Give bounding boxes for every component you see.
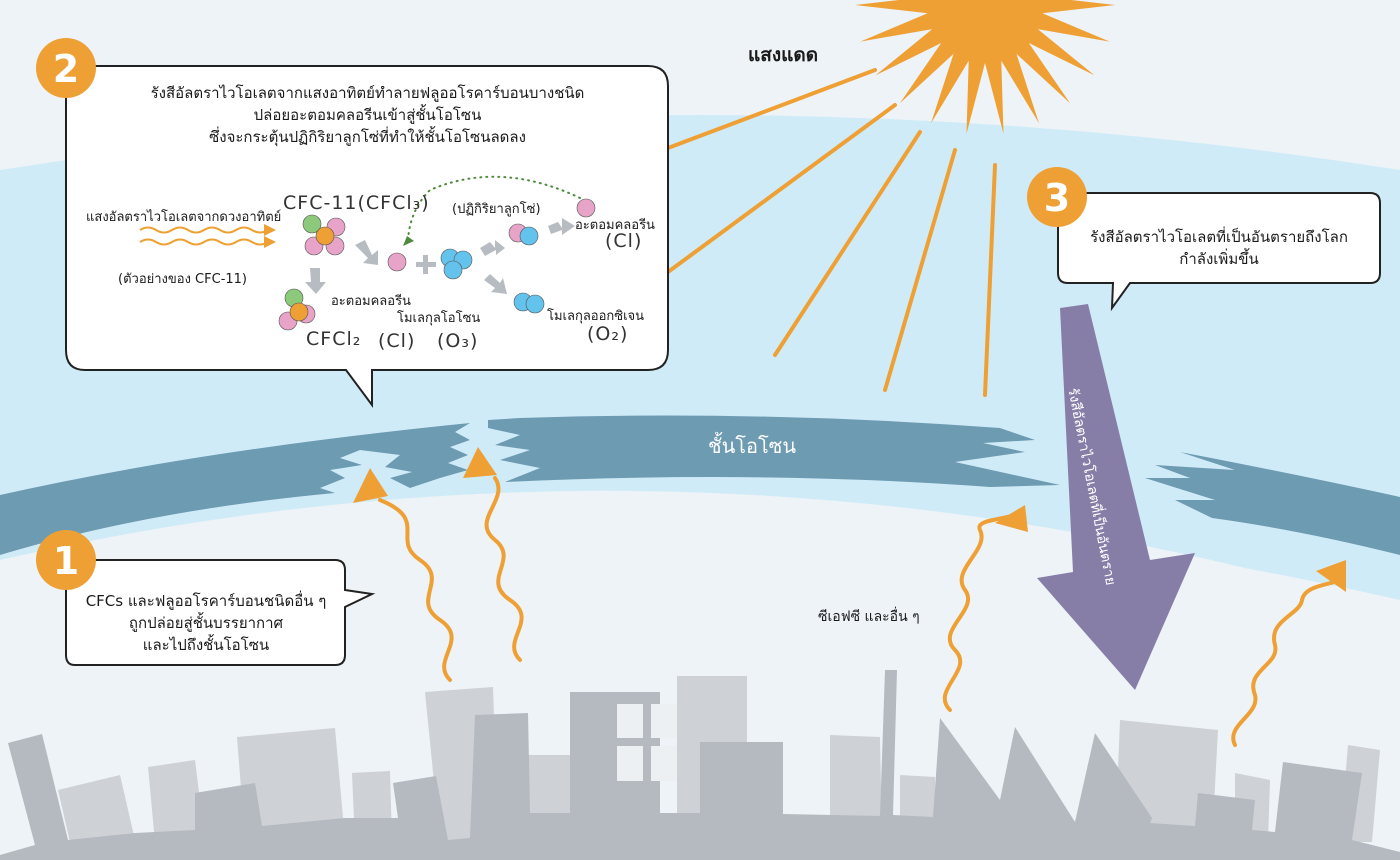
oxygen-molecule-label: โมเลกุลออกซิเจน [547,309,645,324]
ozone-layer-right [1145,452,1400,555]
cfc11-molecule [302,214,346,256]
badge-step-1: 1 [36,530,96,590]
chain-reaction-label: (ปฏิกิริยาลูกโซ่) [452,202,541,217]
ozone-formula: (O₃) [437,330,479,352]
sun-body [855,0,1115,134]
cfc11-formula: CFC-11(CFCl₃) [283,192,430,214]
cfc-emission-arrows [378,476,1342,747]
step-2-line: รังสีอัลตราไวโอเลตจากแสงอาทิตย์ทำลายฟลูอ… [150,84,585,102]
step-2-text: รังสีอัลตราไวโอเลตจากแสงอาทิตย์ทำลายฟลูอ… [70,82,665,148]
chlorine-formula: (Cl) [378,330,416,352]
chain-reaction-arrow [407,175,581,241]
ozone-molecule [440,248,473,280]
harmful-uv-arrow [1037,304,1195,690]
step-2-line: ปล่อยอะตอมคลอรีนเข้าสู่ชั้นโอโซน [253,106,482,124]
city-skyline [0,670,1400,860]
chlorine-atom-label-2: อะตอมคลอรีน [575,218,655,233]
chlorine-atom-released [576,198,596,218]
badge-number: 1 [53,539,79,583]
step-2-line: ซึ่งจะกระตุ้นปฏิกิริยาลูกโซ่ที่ทำให้ชั้น… [209,128,526,146]
cfc-arrow-heads [353,447,1346,592]
badge-number: 3 [1044,176,1070,220]
badge-number: 2 [53,47,79,91]
ozone-layer-label: ชั้นโอโซน [708,434,796,458]
uv-source-label: แสงอัลตราไวโอเลตจากดวงอาทิตย์ [86,210,282,225]
cfc-emission-label: ซีเอฟซี และอื่น ๆ [818,609,920,625]
uv-wave-arrows [139,224,276,248]
reaction-arrows [305,218,575,294]
clo-molecule [508,223,539,246]
example-label: (ตัวอย่างของ CFC-11) [118,272,247,287]
badge-step-3: 3 [1027,167,1087,227]
ozone-layer-left [0,423,470,555]
step-1-line: และไปถึงชั้นโอโซน [142,636,270,654]
step-1-text: CFCs และฟลูออโรคาร์บอนชนิดอื่น ๆ ถูกปล่อ… [66,590,346,656]
step-3-line: กำลังเพิ่มขึ้น [1179,250,1259,268]
chlorine-formula-2: (Cl) [605,230,643,252]
ozone-molecule-label: โมเลกุลโอโซน [397,311,481,326]
step-3-line: รังสีอัลตราไวโอเลตที่เป็นอันตรายถึงโลก [1090,228,1348,246]
oxygen-molecule [513,292,545,314]
building-windows [617,704,677,781]
oxygen-formula: (O₂) [587,323,629,345]
cfcl2-molecule [278,288,316,331]
step-3-text: รังสีอัลตราไวโอเลตที่เป็นอันตรายถึงโลก ก… [1060,226,1378,270]
sun-rays [666,68,997,397]
plus-sign [416,255,436,274]
sunlight-label: แสงแดด [748,44,819,66]
step-1-line: CFCs และฟลูออโรคาร์บอนชนิดอื่น ๆ [85,592,327,610]
ozone-layer-middle [488,415,1060,487]
sun-icon [855,0,1115,134]
chlorine-atom-label: อะตอมคลอรีน [331,294,411,309]
chlorine-atom [387,252,407,272]
cfcl2-formula: CFCl₂ [306,328,362,350]
step-1-line: ถูกปล่อยสู่ชั้นบรรยากาศ [128,614,284,632]
badge-step-2: 2 [36,38,96,98]
chain-reaction-arrow-head [403,236,414,246]
